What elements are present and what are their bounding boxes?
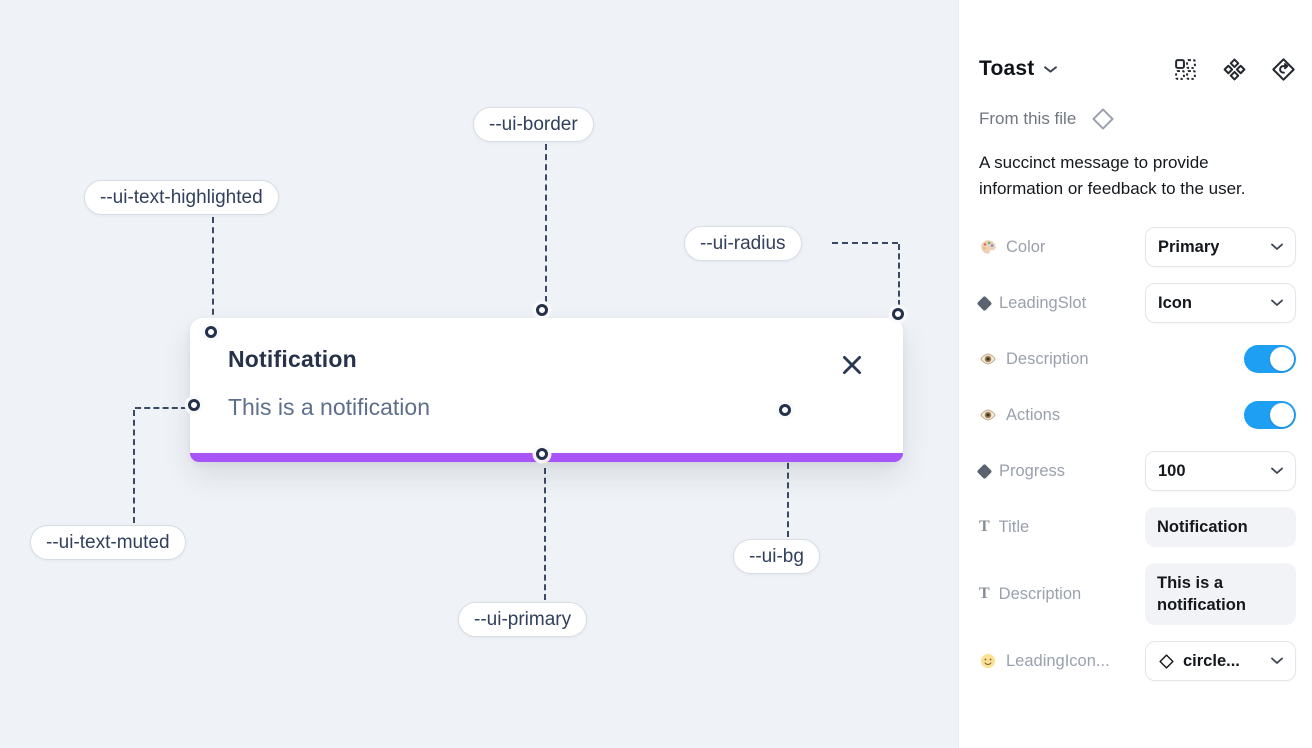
chevron-down-icon <box>1271 299 1283 307</box>
connector-line <box>787 424 789 537</box>
diamond-icon <box>976 295 993 311</box>
component-title: Toast <box>979 57 1035 80</box>
annotation-ui-bg[interactable]: --ui-bg <box>733 539 820 574</box>
toast-description: This is a notification <box>228 394 430 420</box>
prop-label-text: LeadingSlot <box>999 293 1087 312</box>
component-description: A succinct message to provide informatio… <box>979 153 1246 198</box>
panel-header: Toast <box>979 54 1296 84</box>
connector-dot <box>188 399 200 411</box>
connector-line <box>544 468 546 600</box>
chevron-down-icon[interactable] <box>1044 65 1058 74</box>
toast-close-button[interactable] <box>839 352 865 378</box>
text-icon: T <box>979 518 990 535</box>
instance-grid-icon[interactable] <box>1173 57 1198 82</box>
toast-component[interactable]: Notification This is a notification <box>190 318 903 462</box>
annotation-ui-radius[interactable]: --ui-radius <box>684 226 802 261</box>
description-field[interactable]: This is a notification <box>1145 563 1296 625</box>
prop-label-color: Color <box>979 238 1045 257</box>
connector-dot <box>779 404 791 416</box>
prop-row-leadingicon: LeadingIcon... circle... <box>979 641 1296 681</box>
description-toggle[interactable] <box>1244 345 1296 373</box>
connector-dot <box>205 326 217 338</box>
connector-line <box>133 410 135 523</box>
connector-dot <box>536 304 548 316</box>
property-rows: Color Primary LeadingSlot Icon <box>976 227 1296 697</box>
prop-row-title: T Title Notification <box>979 507 1296 547</box>
prop-label-progress: Progress <box>976 461 1066 481</box>
connector-line <box>545 144 547 302</box>
prop-label-text: Actions <box>1006 405 1061 424</box>
prop-label-leadingslot: LeadingSlot <box>976 293 1087 313</box>
prop-label-text: Color <box>1006 237 1046 256</box>
connector-line <box>898 244 900 306</box>
text-icon: T <box>979 585 990 602</box>
diamond-outline-icon <box>1158 653 1175 670</box>
palette-icon <box>979 238 997 256</box>
toast-title: Notification <box>228 346 357 372</box>
close-icon <box>839 352 865 378</box>
prop-label-description-text: T Description <box>979 585 1081 604</box>
components-diamonds-icon[interactable] <box>1222 57 1247 82</box>
smiley-icon <box>979 652 997 670</box>
design-canvas[interactable]: Notification This is a notification --ui… <box>0 0 958 748</box>
source-row: From this file <box>979 105 1296 133</box>
annotation-ui-text-muted[interactable]: --ui-text-muted <box>30 525 186 560</box>
chevron-down-icon <box>1271 467 1283 475</box>
leadingicon-select[interactable]: circle... <box>1145 641 1296 681</box>
diamond-outline-icon <box>1090 106 1116 132</box>
prop-row-leadingslot: LeadingSlot Icon <box>976 283 1296 323</box>
color-select[interactable]: Primary <box>1145 227 1296 267</box>
prop-row-progress: Progress 100 <box>976 451 1296 491</box>
eye-icon <box>979 350 997 368</box>
prop-label-description: Description <box>979 350 1089 369</box>
prop-label-text: LeadingIcon... <box>1006 651 1110 670</box>
connector-dot <box>892 308 904 320</box>
prop-row-description-text: T Description This is a notification <box>979 563 1296 625</box>
swap-instance-icon[interactable] <box>1271 57 1296 82</box>
prop-label-leadingicon: LeadingIcon... <box>979 652 1110 671</box>
prop-row-actions-toggle: Actions <box>979 395 1296 435</box>
title-field[interactable]: Notification <box>1145 507 1296 547</box>
prop-label-text: Description <box>1006 349 1089 368</box>
prop-label-title: T Title <box>979 518 1029 537</box>
diamond-icon <box>976 463 993 479</box>
connector-line <box>212 217 214 325</box>
prop-label-actions: Actions <box>979 406 1060 425</box>
prop-label-text: Title <box>998 517 1030 536</box>
chevron-down-icon <box>1271 657 1283 665</box>
annotation-ui-text-highlighted[interactable]: --ui-text-highlighted <box>84 180 279 215</box>
annotation-ui-primary[interactable]: --ui-primary <box>458 602 588 637</box>
connector-dot <box>536 448 548 460</box>
connector-line <box>135 407 187 409</box>
progress-select[interactable]: 100 <box>1145 451 1296 491</box>
properties-panel: Toast <box>958 0 1312 748</box>
prop-row-description-toggle: Description <box>979 339 1296 379</box>
leadingslot-select[interactable]: Icon <box>1145 283 1296 323</box>
prop-label-text: Progress <box>999 461 1066 480</box>
eye-icon <box>979 406 997 424</box>
chevron-down-icon <box>1271 243 1283 251</box>
actions-toggle[interactable] <box>1244 401 1296 429</box>
connector-line <box>832 242 898 244</box>
prop-row-color: Color Primary <box>979 227 1296 267</box>
prop-label-text: Description <box>998 584 1082 603</box>
annotation-ui-border[interactable]: --ui-border <box>473 107 594 142</box>
source-label: From this file <box>979 109 1077 128</box>
